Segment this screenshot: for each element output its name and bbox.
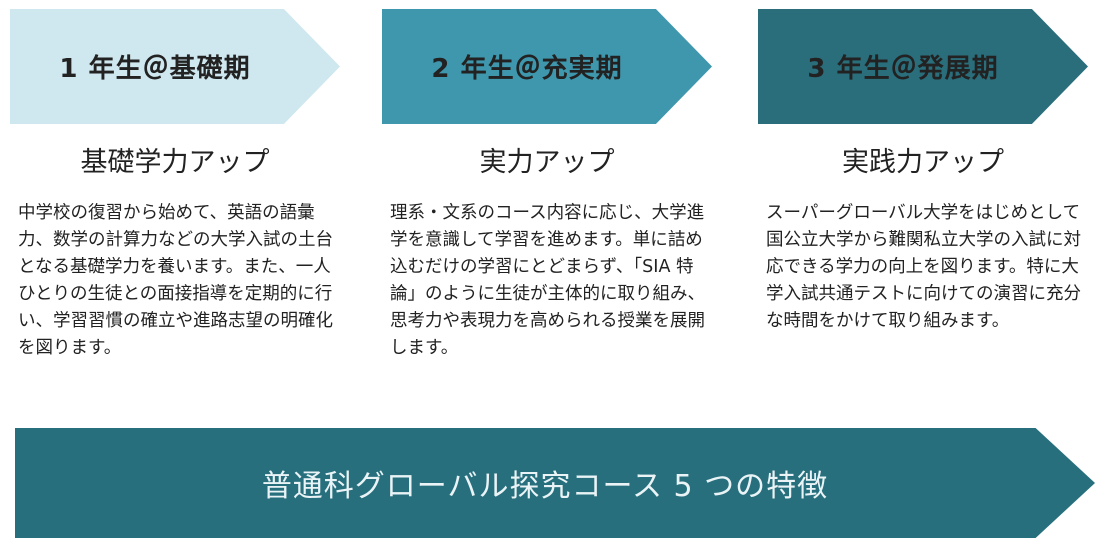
stage-1-description: 中学校の復習から始めて、英語の語彙力、数学の計算力などの大学入試の土台となる基礎… xyxy=(18,203,333,358)
features-banner: 普通科グローバル探究コース 5 つの特徴 xyxy=(15,428,1095,538)
stage-1-heading: 基礎学力アップ xyxy=(80,147,270,178)
stage-3-description: スーパーグローバル大学をはじめとして国公立大学から難関私立大学の入試に対応できる… xyxy=(766,203,1081,331)
stage-2-chevron: 2 年生＠充実期 xyxy=(382,9,712,124)
stage-3-heading: 実践力アップ xyxy=(842,147,1004,178)
stage-2-description: 理系・文系のコース内容に応じ、大学進学を意識して学習を進めます。単に詰め込むだけ… xyxy=(390,203,705,358)
stage-2-heading: 実力アップ xyxy=(479,147,615,178)
banner-title: 普通科グローバル探究コース 5 つの特徴 xyxy=(261,469,829,504)
stage-3-title: 3 年生＠発展期 xyxy=(807,54,999,84)
stage-1-chevron: 1 年生＠基礎期 xyxy=(10,9,340,124)
stage-3-chevron: 3 年生＠発展期 xyxy=(758,9,1088,124)
stage-1-title: 1 年生＠基礎期 xyxy=(59,54,251,84)
stage-2-title: 2 年生＠充実期 xyxy=(431,54,623,84)
